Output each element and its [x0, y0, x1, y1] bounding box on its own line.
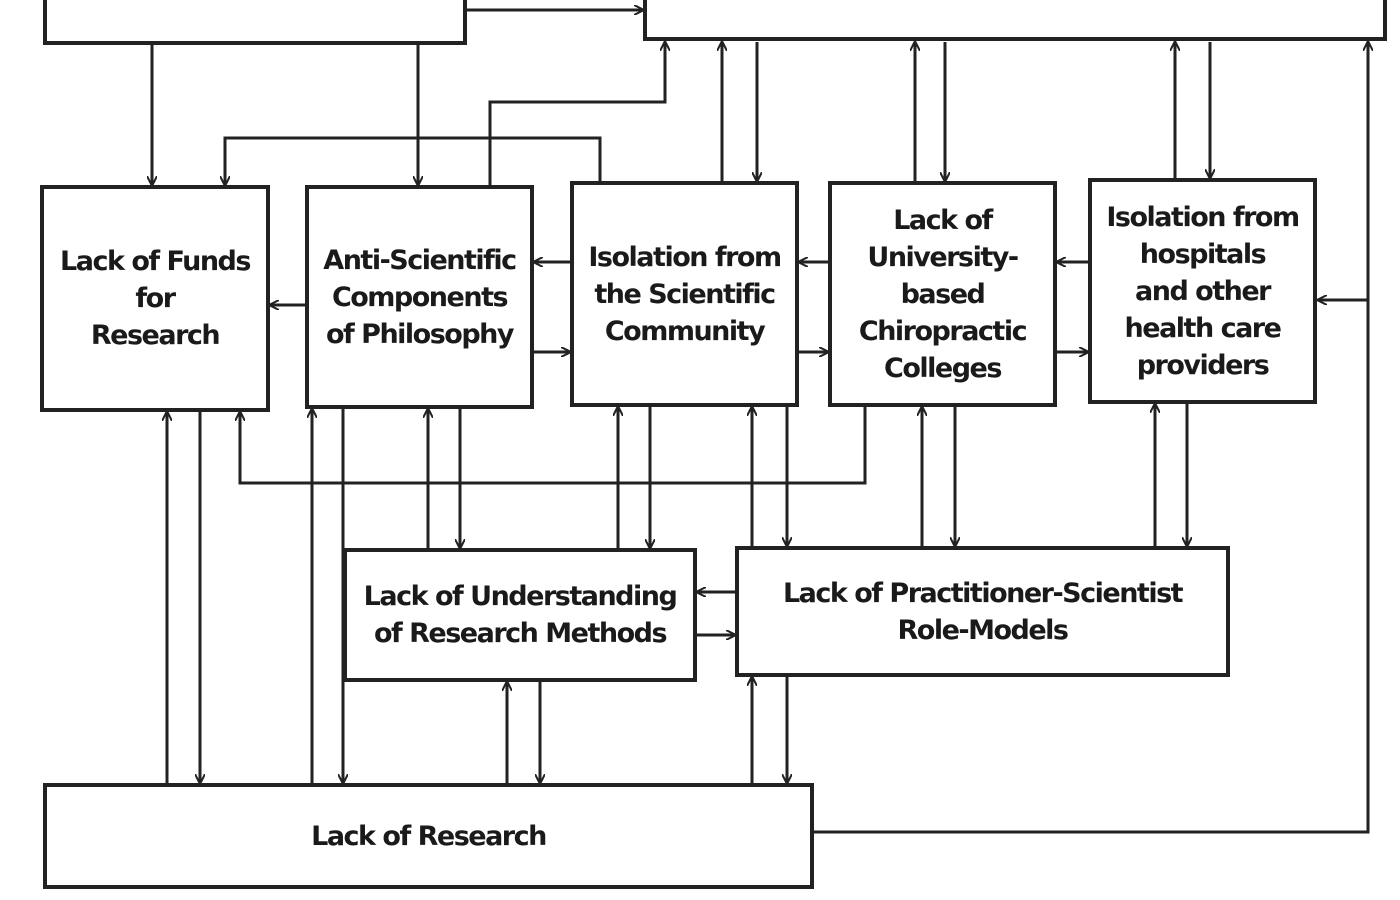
node-lack-of-research: Lack of Research	[43, 783, 814, 889]
top-right-box	[643, 0, 1387, 41]
node-isolation-scientific-community: Isolation from the Scientific Community	[570, 181, 799, 407]
node-lack-understanding-methods: Lack of Understanding of Research Method…	[343, 548, 697, 682]
node-isolation-hospitals: Isolation from hospitals and other healt…	[1088, 178, 1317, 404]
node-lack-role-models: Lack of Practitioner-Scientist Role-Mode…	[735, 546, 1230, 677]
connector-arrow	[814, 42, 1368, 834]
connector-arrow	[488, 42, 665, 185]
connector-arrow	[240, 407, 867, 485]
top-left-box	[43, 0, 467, 45]
node-lack-of-funds: Lack of Funds for Research	[40, 185, 270, 412]
connector-arrow	[225, 136, 602, 185]
node-anti-scientific-philosophy: Anti-Scientific Components of Philosophy	[305, 185, 534, 409]
node-lack-university-colleges: Lack of University- based Chiropractic C…	[828, 181, 1057, 407]
